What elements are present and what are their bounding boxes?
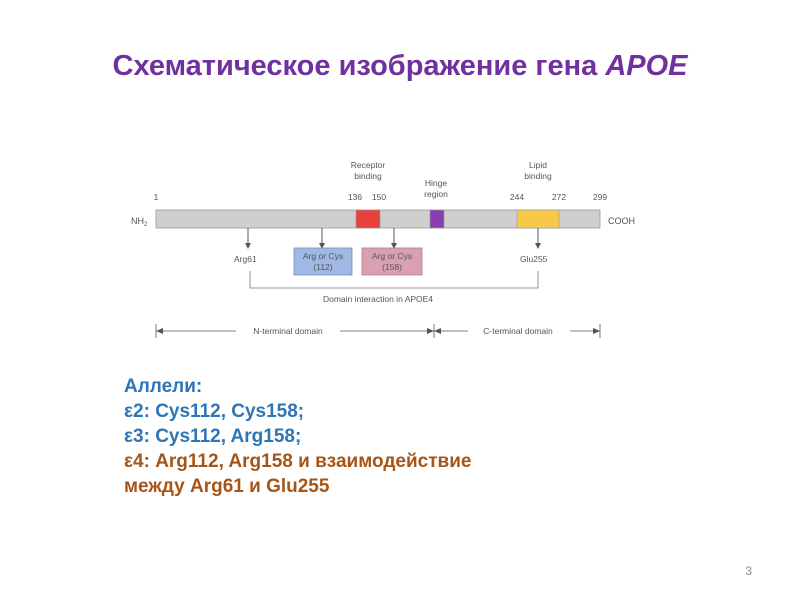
hinge-region-label-2: region [424, 189, 448, 199]
receptor-binding-label-2: binding [354, 171, 382, 181]
apoe-gene-diagram: Receptor binding Hinge region Lipid bind… [131, 160, 635, 338]
slide-number: 3 [745, 564, 752, 578]
c-terminal-label-bg [468, 326, 570, 336]
receptor-binding-label-1: Receptor [351, 160, 386, 170]
position-1: 1 [154, 192, 159, 202]
title-gene-name: APOE [605, 50, 688, 82]
nh2-text: NH [131, 216, 144, 226]
hinge-region [429, 209, 445, 229]
lipid-binding-region [516, 209, 560, 229]
residue-158-label-1: Arg or Cys [372, 251, 412, 261]
alleles-heading: Аллели: [124, 376, 203, 397]
residue-arg61: Arg61 [234, 254, 257, 264]
n-terminal-domain-label: N-terminal domain [253, 326, 323, 336]
nh2-terminus-label: NH2 [131, 216, 148, 228]
residue-158-box [361, 247, 423, 276]
position-272: 272 [552, 192, 566, 202]
n-terminal-right-arrowhead [427, 328, 434, 334]
residue-112-label-1: Arg or Cys [303, 251, 343, 261]
allele-e4-line-2: между Arg61 и Glu255 [124, 476, 330, 497]
domain-interaction-label: Domain interaction in APOE4 [323, 294, 433, 304]
residue-112-label-2: (112) [313, 262, 332, 272]
lipid-binding-label-2: binding [524, 171, 552, 181]
lipid-binding-label-1: Lipid [529, 160, 547, 170]
c-terminal-right-arrowhead [593, 328, 600, 334]
position-136: 136 [348, 192, 362, 202]
alleles-text-block: Аллели: ε2: Cys112, Cys158; ε3: Cys112, … [124, 374, 744, 499]
hinge-region-label-1: Hinge [425, 178, 447, 188]
cooh-terminus-label: COOH [608, 216, 635, 226]
c-terminal-domain-label: C-terminal domain [483, 326, 553, 336]
position-299: 299 [593, 192, 607, 202]
residue-158-label-2: (158) [382, 262, 402, 272]
title-text: Схематическое изображение гена [112, 50, 598, 82]
allele-e2: ε2: Cys112, Cys158; [124, 401, 305, 422]
residue-112-box [293, 247, 353, 276]
n-terminal-label-bg [236, 326, 340, 336]
n-terminal-left-arrowhead [156, 328, 163, 334]
nh2-subscript: 2 [144, 222, 148, 228]
domain-interaction-bracket [249, 271, 539, 289]
receptor-binding-region [355, 209, 381, 229]
allele-e3: ε3: Cys112, Arg158; [124, 426, 302, 447]
slide-title: Схематическое изображение гена APOE [0, 50, 800, 83]
position-244: 244 [510, 192, 524, 202]
c-terminal-left-arrowhead [434, 328, 441, 334]
residue-glu255: Glu255 [520, 254, 548, 264]
position-150: 150 [372, 192, 386, 202]
allele-e4-line-1: ε4: Arg112, Arg158 и взаимодействие [124, 451, 472, 472]
